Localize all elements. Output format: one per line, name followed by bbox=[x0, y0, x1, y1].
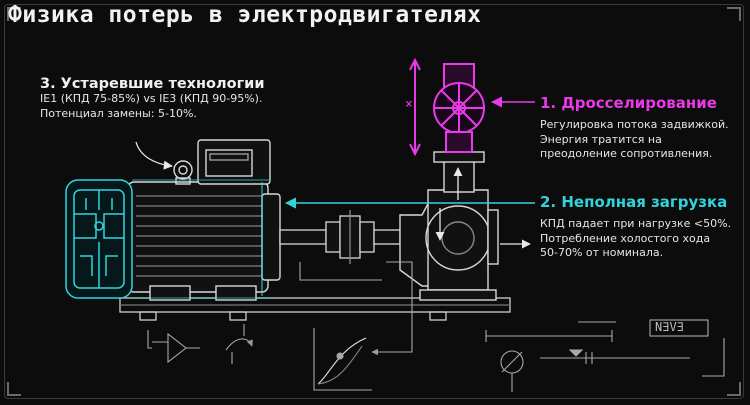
frame-corner bbox=[727, 382, 741, 396]
annotation-heading: 3. Устаревшие технологии bbox=[40, 76, 265, 92]
annotation-throttling: 1. Дросселирование Регулировка потока за… bbox=[540, 94, 729, 162]
page-title: Физика потерь в электродвигателях bbox=[8, 2, 482, 28]
sketch-symbols bbox=[147, 261, 725, 392]
base-plate bbox=[119, 297, 511, 321]
throttle-valve bbox=[409, 57, 485, 157]
sketch-code-label: N∃V∃ bbox=[655, 320, 684, 334]
annotation-line: Потенциал замены: 5-10%. bbox=[40, 106, 197, 120]
annotation-body: Регулировка потока задвижкой. Энергия тр… bbox=[540, 118, 729, 162]
annotation-line: КПД падает при нагрузке <50%. bbox=[540, 217, 732, 230]
frame-corner bbox=[7, 7, 21, 21]
annotation-obsolete-tech: 3. Устаревшие технологии IE1 (КПД 75-85%… bbox=[40, 76, 265, 121]
annotation-line: Регулировка потока задвижкой. bbox=[540, 118, 729, 131]
frame-corner bbox=[727, 7, 741, 21]
frame-corner bbox=[7, 382, 21, 396]
diagram-frame bbox=[4, 4, 744, 399]
annotation-line: Потребление холостого хода bbox=[540, 231, 711, 245]
annotation-line: Энергия тратится на bbox=[540, 132, 662, 146]
annotation-heading: 2. Неполная загрузка bbox=[540, 193, 728, 211]
annotation-body: IE1 (КПД 75-85%) vs IE3 (КПД 90-95%). По… bbox=[40, 92, 265, 121]
motor-body bbox=[127, 139, 281, 301]
pump-casing bbox=[399, 151, 499, 301]
flow-arrows bbox=[435, 167, 463, 241]
leader-obsolete bbox=[135, 141, 173, 170]
annotation-body: КПД падает при нагрузке <50%. Потреблени… bbox=[540, 217, 731, 261]
motor-fan-cover bbox=[65, 179, 270, 299]
annotation-line: 50-70% от номинала. bbox=[540, 246, 664, 259]
annotation-line: преодоление сопротивления. bbox=[540, 147, 713, 160]
annotation-heading: 1. Дросселирование bbox=[540, 94, 717, 112]
annotation-line: IE1 (КПД 75-85%) vs IE3 (КПД 90-95%). bbox=[40, 92, 263, 105]
dimension-cross-mark: × bbox=[405, 97, 413, 112]
annotation-underload: 2. Неполная загрузка КПД падает при нагр… bbox=[540, 193, 731, 261]
shaft-coupling bbox=[279, 210, 401, 264]
